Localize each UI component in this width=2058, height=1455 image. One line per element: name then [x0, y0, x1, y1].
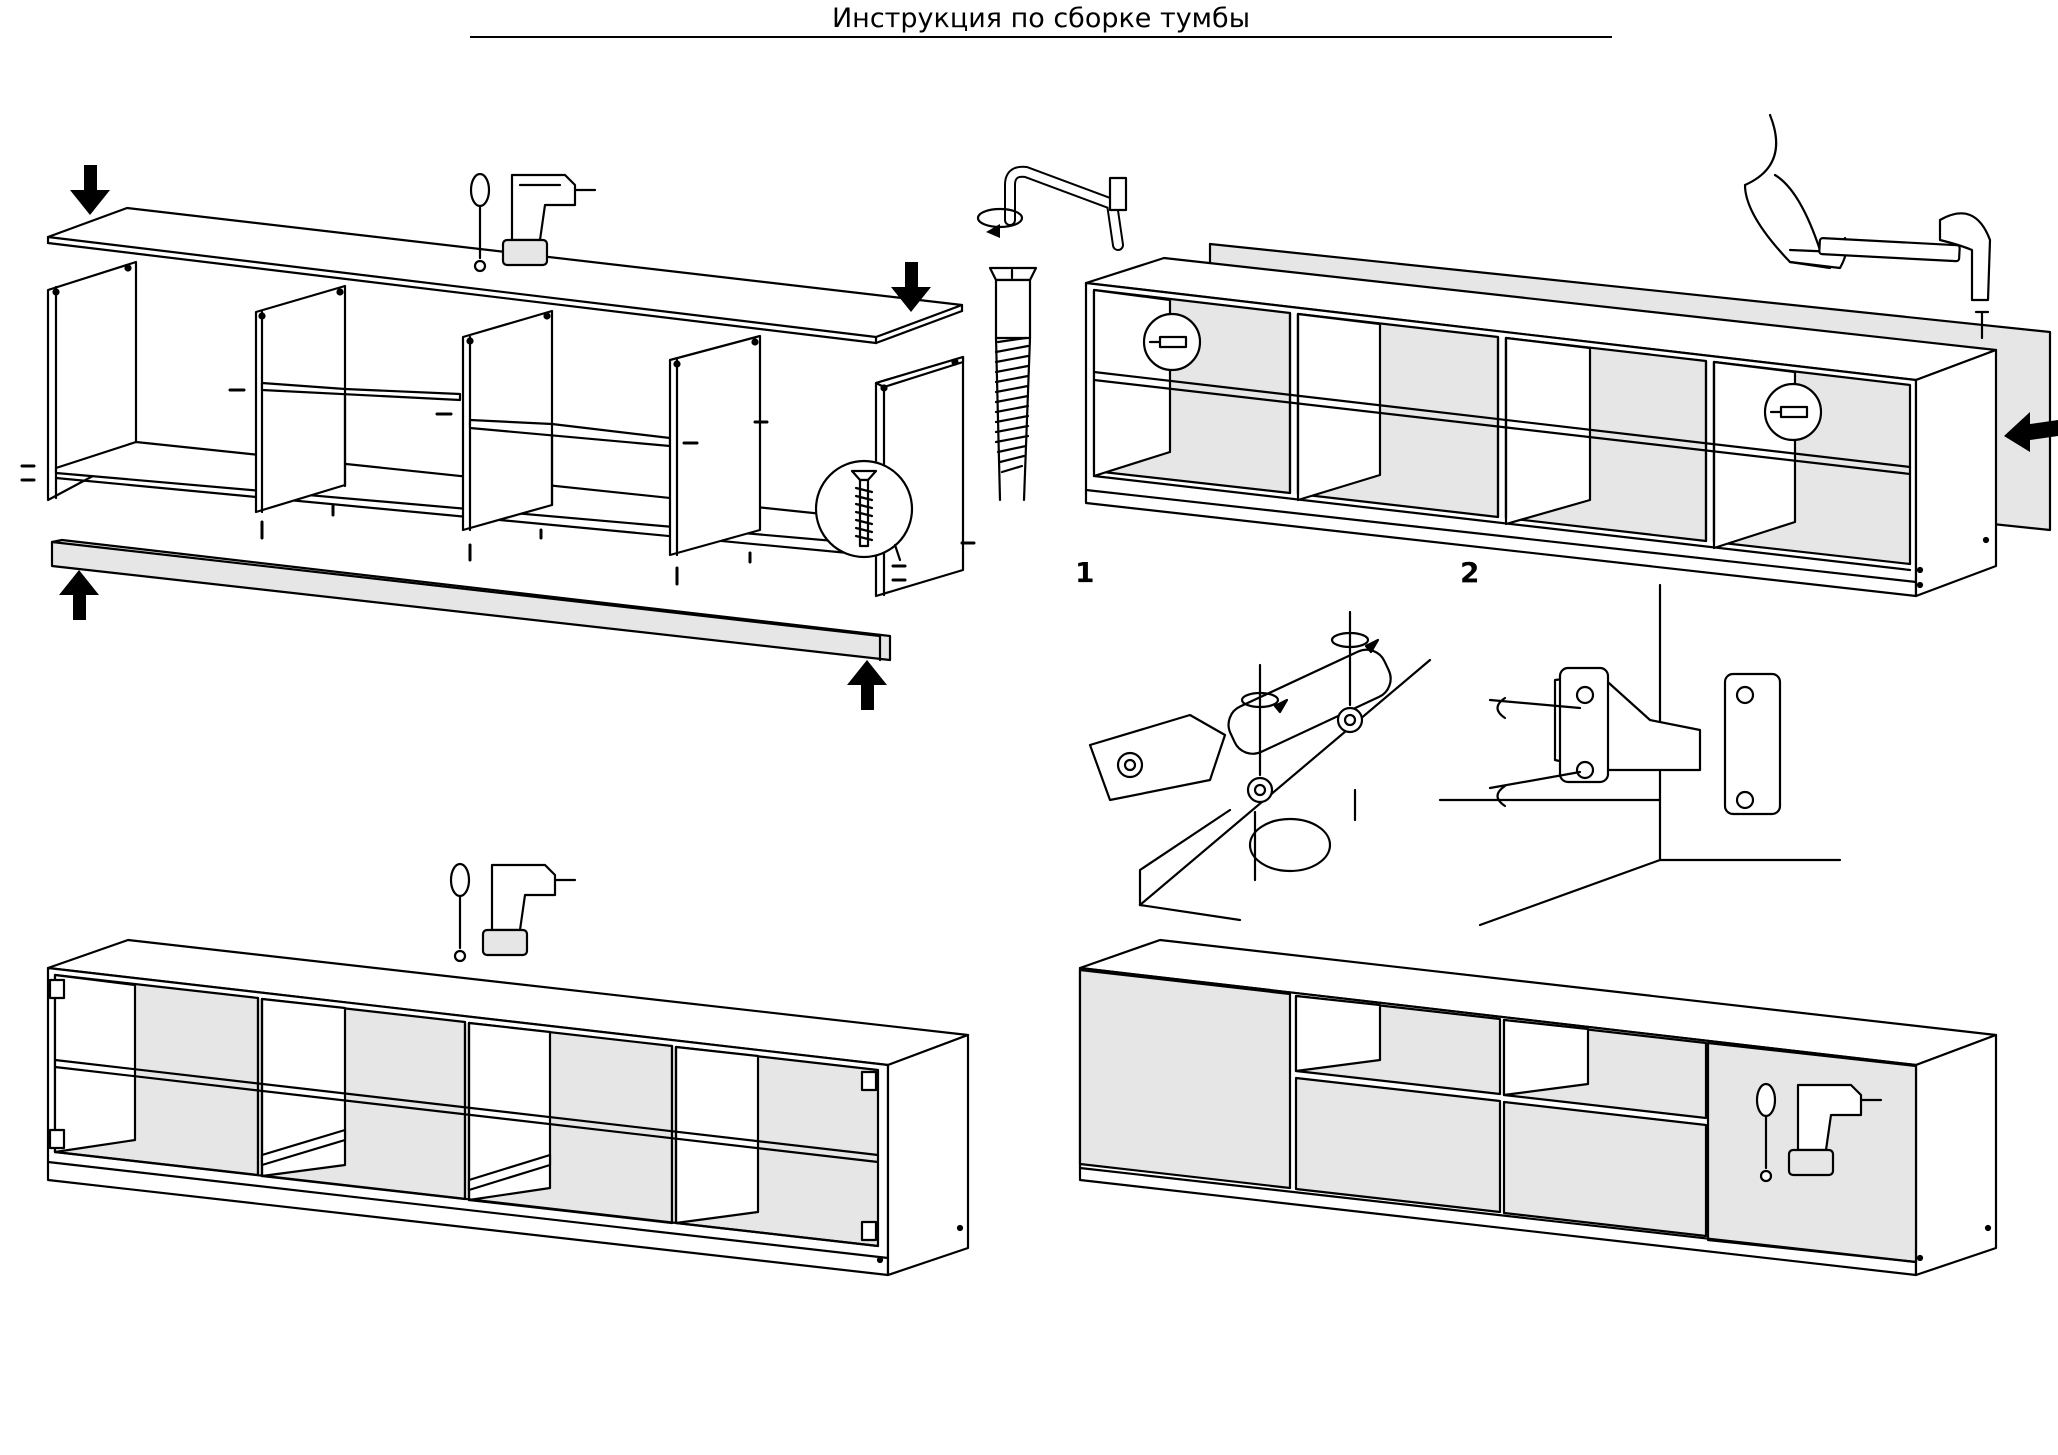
- hex-key-icon: [1004, 165, 1128, 251]
- divider-panel-3: [668, 334, 762, 557]
- step-back-panel: [1084, 242, 2052, 598]
- screw-detail-magnifier: [814, 459, 914, 562]
- drill-icon: [1787, 1083, 1883, 1177]
- screwdriver-icon: [449, 862, 471, 963]
- rotate-icon: [976, 207, 1024, 238]
- left-side-panel: [46, 260, 138, 502]
- step-drawer-rails: [46, 938, 970, 1277]
- step-carcass-assembly: [20, 165, 976, 710]
- dowel-marks: [20, 388, 976, 586]
- drawer-front: [1294, 1076, 1708, 1238]
- screwdriver-icon: [1755, 1082, 1777, 1183]
- up-arrow-icon: [59, 570, 99, 620]
- title-underline: [470, 36, 1612, 38]
- up-arrow-icon: [847, 660, 887, 710]
- left-arrow-icon: [2004, 412, 2058, 452]
- confirmat-screw-icon: [988, 266, 1038, 502]
- nail-icon: [1974, 310, 1990, 340]
- callout-2: 2: [1460, 556, 1480, 589]
- hammer-icon: [1818, 212, 1992, 302]
- drill-icon: [481, 863, 577, 957]
- hinge-detail-right: [1438, 583, 1842, 927]
- top-board: [46, 206, 964, 339]
- drawer-rail-icon: [260, 1128, 552, 1192]
- divider-panel-1: [254, 284, 462, 514]
- step-finished-cabinet: [1078, 938, 1998, 1277]
- down-arrow-icon: [891, 262, 931, 312]
- plinth-board: [50, 538, 892, 662]
- drill-icon: [501, 173, 597, 267]
- screwdriver-icon: [469, 172, 491, 273]
- page-title: Инструкция по сборке тумбы: [831, 3, 1251, 34]
- down-arrow-icon: [70, 165, 110, 215]
- hinge-icon: [48, 978, 878, 1242]
- callout-1: 1: [1075, 556, 1095, 589]
- hinge-detail-left: [1088, 610, 1432, 922]
